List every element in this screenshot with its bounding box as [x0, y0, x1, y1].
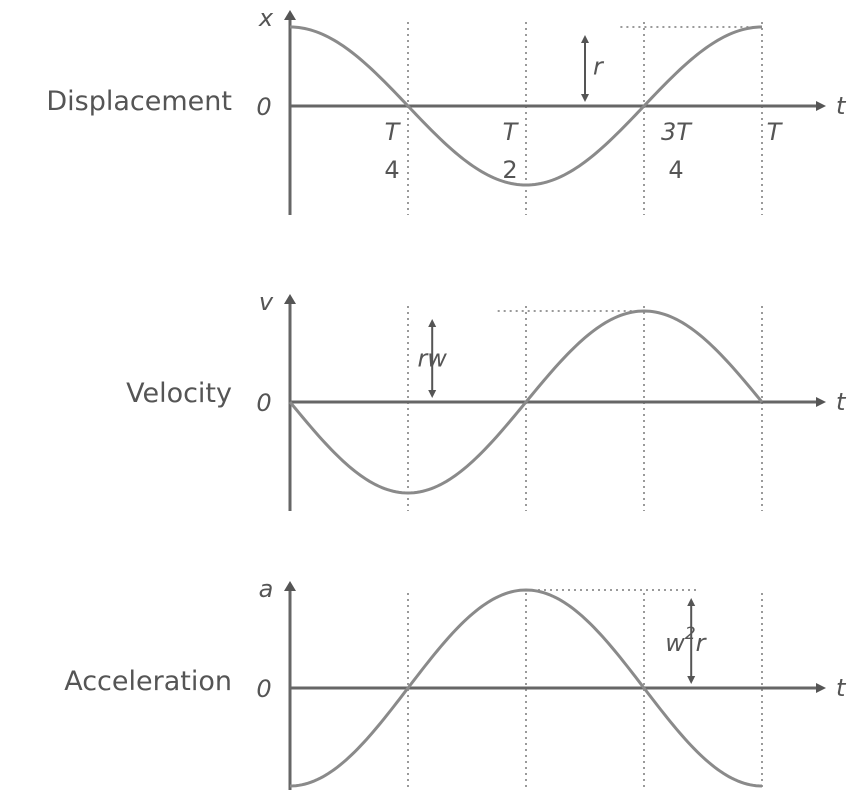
chart-acceleration: Acceleration 0 a t w2r — [64, 575, 847, 790]
row-label: Displacement — [46, 86, 232, 117]
tick-label-num: 3T — [661, 118, 693, 146]
x-axis-arrow — [816, 397, 826, 407]
amplitude-arrow-head-up — [581, 35, 589, 43]
x-axis-arrow — [816, 101, 826, 111]
y-axis-symbol: x — [258, 4, 274, 32]
tick-label-num: T — [385, 118, 402, 146]
x-axis-arrow — [816, 683, 826, 693]
chart-velocity: Velocity 0 v t rw — [126, 288, 847, 511]
origin-label: 0 — [256, 389, 271, 417]
chart-displacement: Displacement 0 x tT 4 T 2 3T 4 Tr — [46, 4, 847, 215]
amplitude-arrow-head-down — [687, 676, 696, 684]
y-axis-arrow — [284, 10, 296, 20]
amplitude-label: rw — [417, 345, 447, 373]
y-axis-symbol: a — [259, 575, 274, 603]
amplitude-arrow-head-up — [687, 598, 696, 606]
series-line-acceleration — [289, 588, 763, 788]
y-axis-symbol: v — [259, 288, 274, 316]
tick-label-den: 4 — [384, 156, 399, 184]
series-line-velocity — [288, 309, 764, 495]
row-label: Acceleration — [64, 666, 232, 697]
tick-label-den: 2 — [502, 156, 517, 184]
row-label: Velocity — [126, 378, 232, 409]
x-axis-symbol: t — [836, 388, 847, 416]
amplitude-arrow-head-up — [428, 319, 437, 327]
x-axis-symbol: t — [836, 674, 847, 702]
series-line-displacement — [289, 25, 763, 187]
amplitude-label: w2r — [665, 624, 707, 657]
y-axis-arrow — [284, 581, 296, 591]
tick-label-num: T — [767, 118, 784, 146]
tick-label-num: T — [503, 118, 520, 146]
amplitude-arrow-head-down — [428, 390, 437, 398]
origin-label: 0 — [256, 93, 271, 121]
amplitude-label: r — [593, 53, 605, 81]
amplitude-arrow-head-down — [581, 94, 589, 102]
origin-label: 0 — [256, 675, 271, 703]
y-axis-arrow — [284, 294, 296, 304]
x-axis-symbol: t — [836, 92, 847, 120]
tick-label-den: 4 — [668, 156, 683, 184]
